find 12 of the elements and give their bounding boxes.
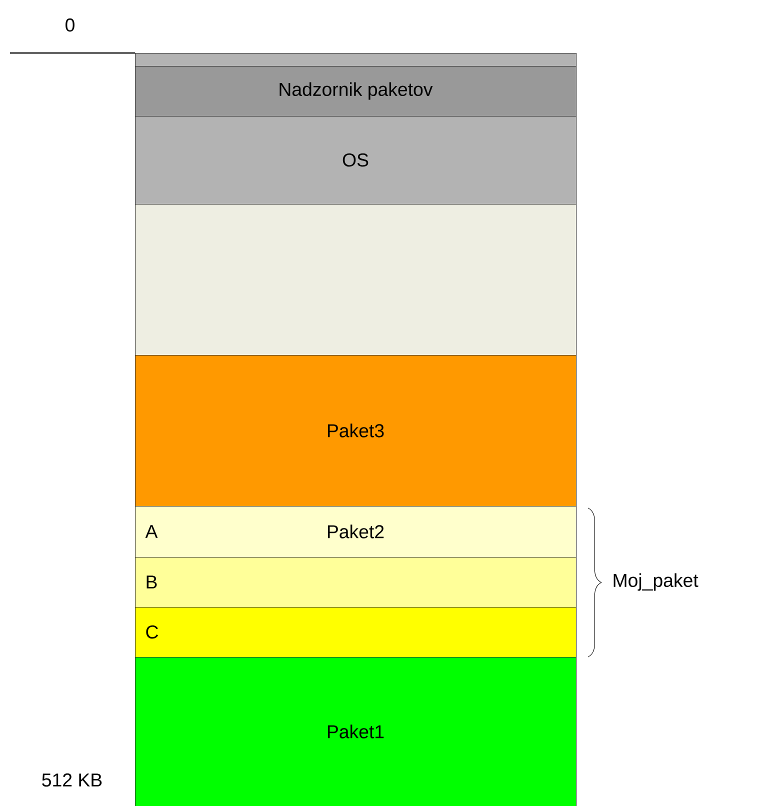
memory-segment: C: [135, 607, 577, 658]
memory-segment: B: [135, 557, 577, 608]
label: 0: [66, 18, 74, 32]
empty-segment: [135, 204, 577, 356]
label: Moj_paket: [614, 573, 698, 591]
empty-segment: [135, 53, 577, 67]
memory-segment: Paket1: [135, 657, 577, 806]
label: 512 KB: [42, 773, 102, 787]
memory-segment: OS: [135, 116, 577, 205]
memory-segment: A Paket2: [135, 506, 577, 558]
memory-segment: Paket3: [135, 355, 577, 507]
memory-segment: Nadzornik paketov: [135, 66, 577, 117]
